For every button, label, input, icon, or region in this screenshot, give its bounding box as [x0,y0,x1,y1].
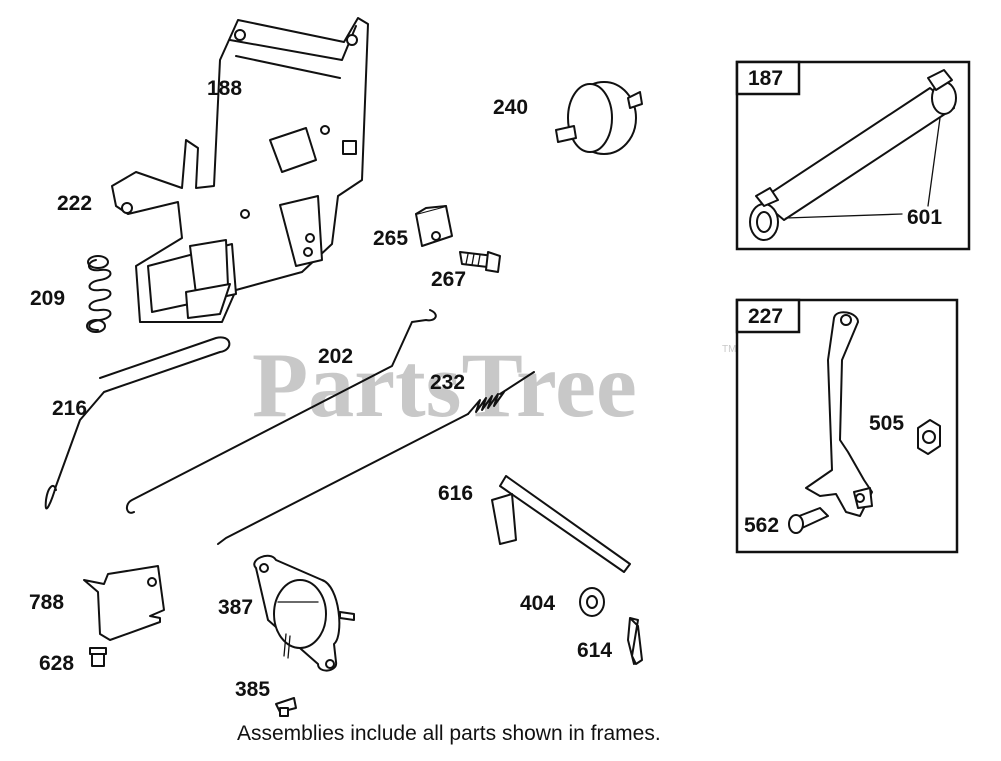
label-788: 788 [29,591,64,614]
watermark-trademark: TM [722,344,736,355]
frame-227 [735,298,959,554]
part-216-governor-link [44,336,231,510]
label-385: 385 [235,678,270,701]
part-202-throttle-link [126,309,437,514]
label-387: 387 [218,596,253,619]
label-265: 265 [373,227,408,250]
label-616: 616 [438,482,473,505]
part-387-carburetor-base [253,554,355,672]
label-601: 601 [907,206,942,229]
label-232: 232 [430,371,465,394]
label-267: 267 [431,268,466,291]
part-265-clip [415,205,453,247]
part-614-hair-pin [627,617,643,665]
label-562: 562 [744,514,779,537]
label-404: 404 [520,592,555,615]
label-202: 202 [318,345,353,368]
label-216: 216 [52,397,87,420]
part-628-screw [89,647,107,667]
label-628: 628 [39,652,74,675]
frame-label-227: 227 [748,305,783,328]
label-614: 614 [577,639,612,662]
part-788-bracket [83,565,165,641]
frame-label-187: 187 [748,67,783,90]
part-267-screw [459,251,501,273]
label-188: 188 [207,77,242,100]
part-232-spring [217,371,535,545]
frame-187 [735,60,971,251]
label-222: 222 [57,192,92,215]
label-209: 209 [30,287,65,310]
part-616-governor-shaft [491,475,631,573]
caption: Assemblies include all parts shown in fr… [237,722,661,745]
watermark: PartsTree [252,334,637,436]
part-209-spring [86,255,112,333]
part-240-fuel-filter [555,81,643,155]
part-222-control-bracket [111,17,369,323]
label-505: 505 [869,412,904,435]
part-404-washer [579,587,605,617]
part-385-screw [275,697,297,717]
label-240: 240 [493,96,528,119]
